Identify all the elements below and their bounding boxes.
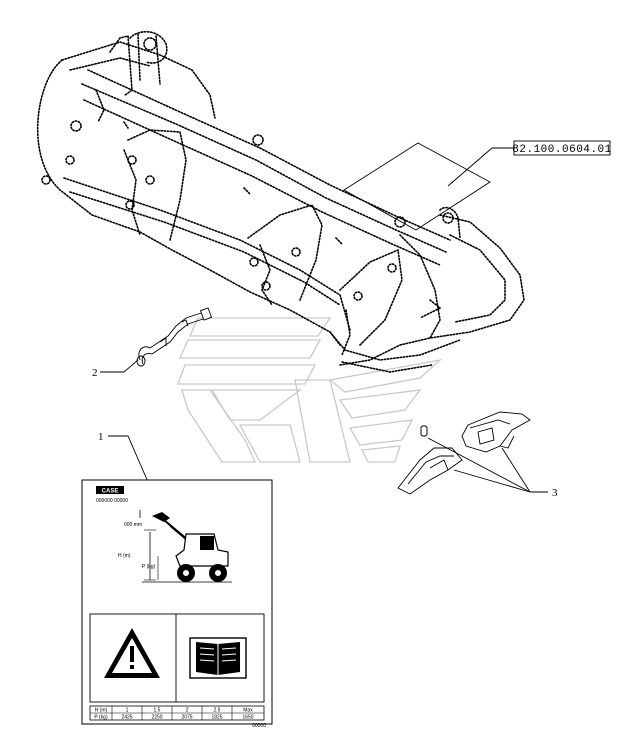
hose-part: [136, 307, 213, 367]
brand-label: CASE: [102, 489, 119, 495]
loader-bucket: [36, 31, 525, 373]
callout-1: 1: [98, 431, 104, 443]
callout-3: 3: [552, 487, 558, 499]
table-cell: 1825: [211, 715, 222, 721]
reference-code-box: 82.100.0604.01: [447, 140, 611, 187]
decal-position-sheet: [343, 142, 491, 231]
callout-1-leader: [108, 435, 149, 483]
manual-book-icon: [189, 637, 247, 679]
callout-2: 2: [92, 367, 98, 379]
reference-code: 82.100.0604.01: [512, 144, 611, 156]
warning-icon: [104, 628, 160, 678]
callout-3-leaders: [427, 437, 548, 493]
load-table: H (m) 1 1.5 2 2.5 Max P (kg) 2425 2250 2…: [89, 705, 265, 721]
table-cell: 2250: [151, 715, 162, 721]
height-label: H (m): [118, 553, 131, 559]
table-cell: 2.5: [214, 708, 221, 714]
table-cell: 2075: [181, 715, 192, 721]
table-cell: 1: [126, 708, 129, 714]
decal-subtitle: 000000 00000: [96, 498, 128, 504]
table-cell: 1.5: [154, 708, 161, 714]
loader-icon: [139, 510, 232, 583]
table-cell: 2425: [121, 715, 132, 721]
pin-height-label: 000 mm: [124, 522, 142, 528]
table-cell: 2: [186, 708, 189, 714]
table-cell: 1650: [242, 715, 253, 721]
watermark-logo: [177, 317, 443, 463]
brand-logo: [96, 486, 124, 494]
callout-2-leader: [100, 359, 139, 373]
table-cell: H (m): [95, 708, 108, 714]
decal-footer-code: 00000: [252, 723, 266, 729]
tooth-parts: [397, 411, 531, 495]
load-label: P (kg): [142, 564, 156, 570]
table-cell: Max: [243, 708, 253, 714]
table-cell: P (kg): [94, 715, 108, 721]
load-chart-decal: CASE 000000 00000 000 mm H (m) P (kg): [81, 479, 273, 729]
